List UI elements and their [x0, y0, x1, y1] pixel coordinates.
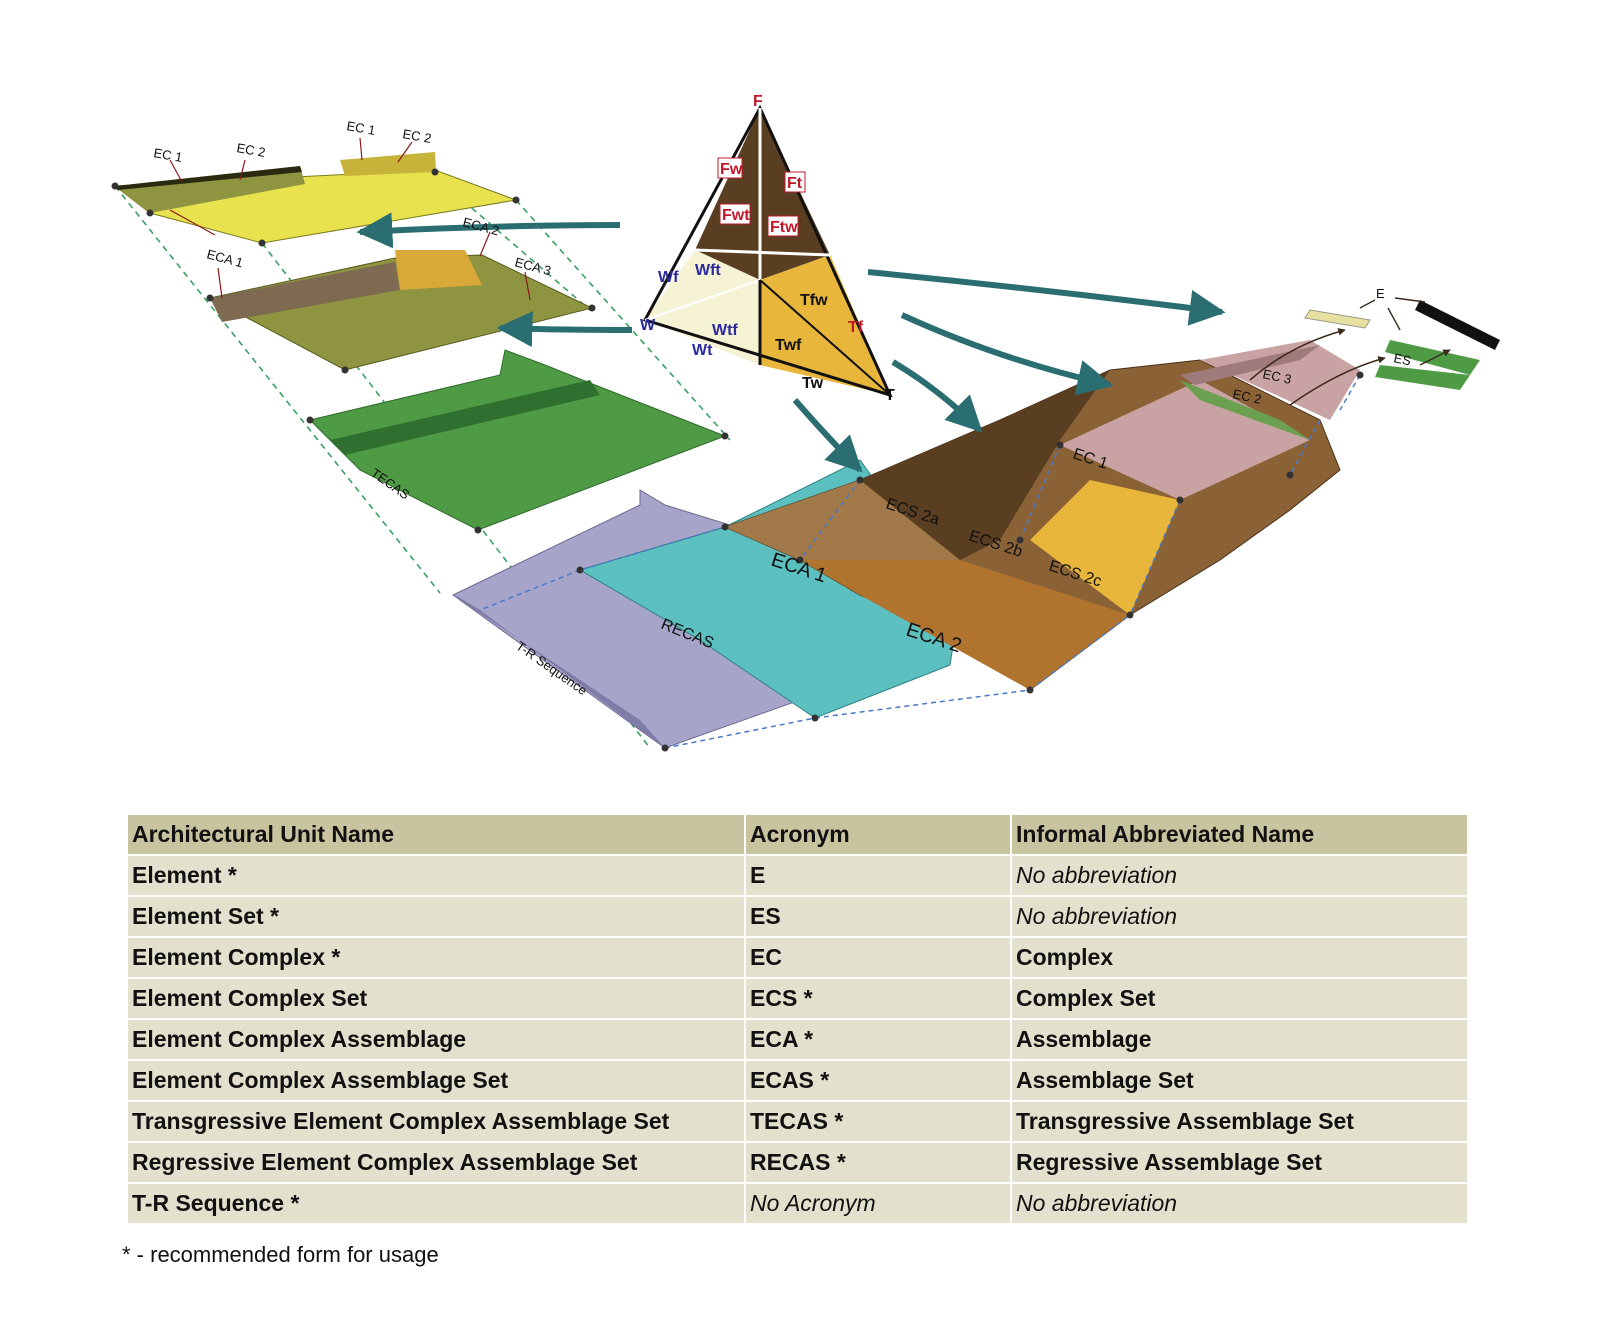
cell-unit-name: Element Complex Assemblage — [128, 1019, 746, 1061]
layer-ec — [206, 250, 596, 374]
ternary-label-wtf: Wtf — [712, 322, 738, 339]
cell-acronym: ES — [745, 896, 1012, 938]
cell-unit-name: Element * — [128, 855, 746, 897]
ternary-label-ft: Ft — [787, 175, 803, 192]
ternary-label-fwt: Fwt — [722, 207, 750, 224]
cell-abbreviated-name: Transgressive Assemblage Set — [1011, 1101, 1469, 1143]
architectural-hierarchy-diagram: F Fw Ft Fwt Ftw Wf Wft W Wtf Wt Tfw Tf T… — [111, 93, 1500, 752]
label-ec1-top-left: EC 1 — [152, 145, 183, 165]
ternary-label-w: W — [640, 317, 656, 334]
cell-abbreviated-name: Complex — [1011, 937, 1469, 979]
label-ec2-top-right: EC 2 — [401, 126, 432, 146]
cell-unit-name: Element Set * — [128, 896, 746, 938]
architectural-units-table: Architectural Unit Name Acronym Informal… — [128, 815, 1469, 1225]
cell-unit-name: Transgressive Element Complex Assemblage… — [128, 1101, 746, 1143]
header-acronym: Acronym — [745, 815, 1012, 856]
ternary-label-tf: Tf — [848, 319, 864, 336]
cell-abbreviated-name: Assemblage Set — [1011, 1060, 1469, 1102]
cell-abbreviated-name: Assemblage — [1011, 1019, 1469, 1061]
ternary-label-tfw: Tfw — [800, 292, 828, 309]
cell-abbreviated-name: No abbreviation — [1011, 1183, 1469, 1225]
cell-acronym: RECAS * — [745, 1142, 1012, 1184]
ternary-label-wf: Wf — [658, 269, 679, 286]
cell-acronym: ECA * — [745, 1019, 1012, 1061]
cell-unit-name: T-R Sequence * — [128, 1183, 746, 1225]
cell-acronym: E — [745, 855, 1012, 897]
ternary-label-ftw: Ftw — [770, 219, 798, 236]
cell-abbreviated-name: Regressive Assemblage Set — [1011, 1142, 1469, 1184]
label-eca2: ECA 2 — [461, 214, 500, 238]
cell-abbreviated-name: No abbreviation — [1011, 896, 1469, 938]
cell-acronym: ECS * — [745, 978, 1012, 1020]
cell-acronym: EC — [745, 937, 1012, 979]
header-unit-name: Architectural Unit Name — [128, 815, 746, 856]
ternary-label-fw: Fw — [720, 161, 743, 178]
cell-unit-name: Element Complex Assemblage Set — [128, 1060, 746, 1102]
table-row: Regressive Element Complex Assemblage Se… — [128, 1142, 1469, 1184]
ternary-label-twf: Twf — [775, 337, 802, 354]
label-eca1: ECA 1 — [205, 246, 244, 270]
cell-unit-name: Regressive Element Complex Assemblage Se… — [128, 1142, 746, 1184]
label-ec1-top-right: EC 1 — [345, 118, 376, 138]
label-ec3-block: EC 3 — [1261, 366, 1292, 387]
cell-acronym: ECAS * — [745, 1060, 1012, 1102]
layer-elements — [111, 152, 520, 247]
layer-tecas — [306, 349, 729, 534]
ternary-label-tw: Tw — [802, 375, 824, 392]
ternary-label-f: F — [753, 93, 763, 110]
cell-acronym: No Acronym — [745, 1183, 1012, 1225]
linking-arrows — [356, 212, 1226, 473]
ternary-label-wt: Wt — [692, 342, 713, 359]
label-ec2-top-left: EC 2 — [235, 140, 266, 160]
header-abbreviated-name: Informal Abbreviated Name — [1011, 815, 1469, 856]
table-header-row: Architectural Unit Name Acronym Informal… — [128, 815, 1469, 856]
table-row: Transgressive Element Complex Assemblage… — [128, 1101, 1469, 1143]
label-element: E — [1376, 286, 1385, 301]
cell-acronym: TECAS * — [745, 1101, 1012, 1143]
footnote: * - recommended form for usage — [122, 1242, 439, 1267]
cell-unit-name: Element Complex Set — [128, 978, 746, 1020]
ternary-diagram: F Fw Ft Fwt Ftw Wf Wft W Wtf Wt Tfw Tf T… — [640, 93, 895, 404]
ternary-label-wft: Wft — [695, 262, 721, 279]
element-shapes — [1304, 297, 1500, 390]
label-ec2-block: EC 2 — [1231, 386, 1262, 407]
cell-abbreviated-name: No abbreviation — [1011, 855, 1469, 897]
cell-unit-name: Element Complex * — [128, 937, 746, 979]
block-eca — [479, 340, 1364, 752]
ternary-label-t: T — [885, 387, 895, 404]
cell-abbreviated-name: Complex Set — [1011, 978, 1469, 1020]
label-element-set: ES — [1392, 350, 1412, 368]
